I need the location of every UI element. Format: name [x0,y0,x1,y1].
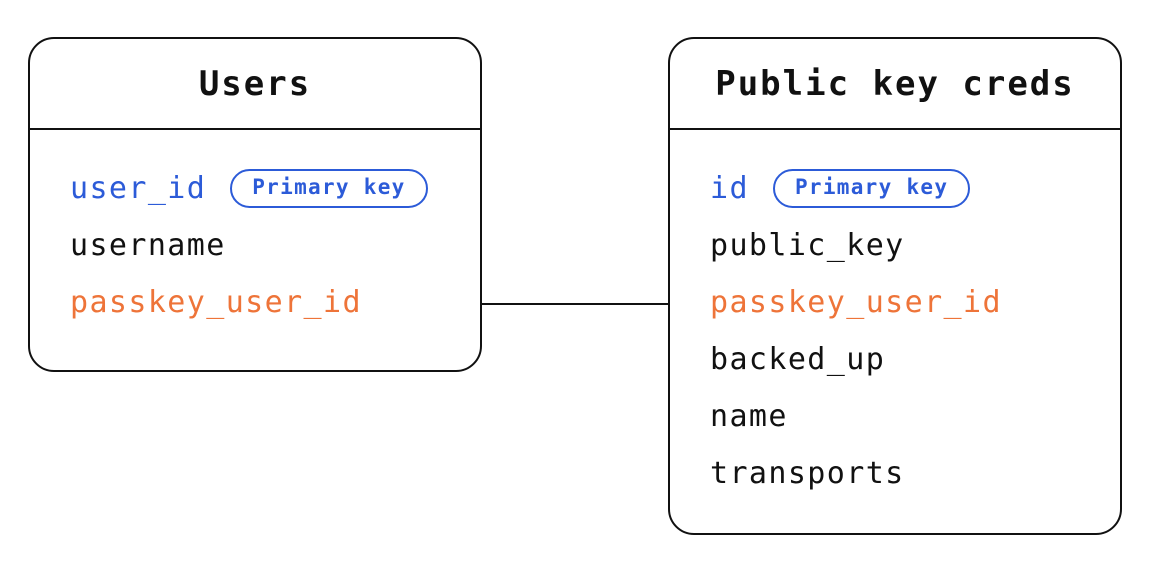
field-name-transports: transports [710,456,905,491]
field-name-user-id: user_id [70,171,207,206]
users-table-fields: user_id Primary key username passkey_use… [30,130,480,331]
field-row: passkey_user_id [710,274,1120,331]
primary-key-badge: Primary key [772,169,971,208]
field-row: username [70,217,480,274]
public-key-creds-table-title: Public key creds [670,39,1120,130]
field-name-public-key: public_key [710,228,905,263]
field-row: user_id Primary key [70,160,480,217]
primary-key-badge: Primary key [230,169,428,208]
field-name-backed-up: backed_up [710,342,886,377]
field-row: transports [710,445,1120,502]
field-row: public_key [710,217,1120,274]
field-name-username: username [70,228,226,263]
users-table: Users user_id Primary key username passk… [28,37,482,372]
field-row: id Primary key [710,160,1120,217]
public-key-creds-table: Public key creds id Primary key public_k… [668,37,1122,535]
users-table-title: Users [30,39,480,130]
field-name-passkey-user-id: passkey_user_id [710,285,1002,320]
field-name-passkey-user-id: passkey_user_id [70,285,362,320]
public-key-creds-table-fields: id Primary key public_key passkey_user_i… [670,130,1120,502]
field-row: passkey_user_id [70,274,480,331]
field-name-name: name [710,399,788,434]
field-row: name [710,388,1120,445]
relationship-line [480,303,670,305]
field-row: backed_up [710,331,1120,388]
field-name-id: id [710,171,749,206]
